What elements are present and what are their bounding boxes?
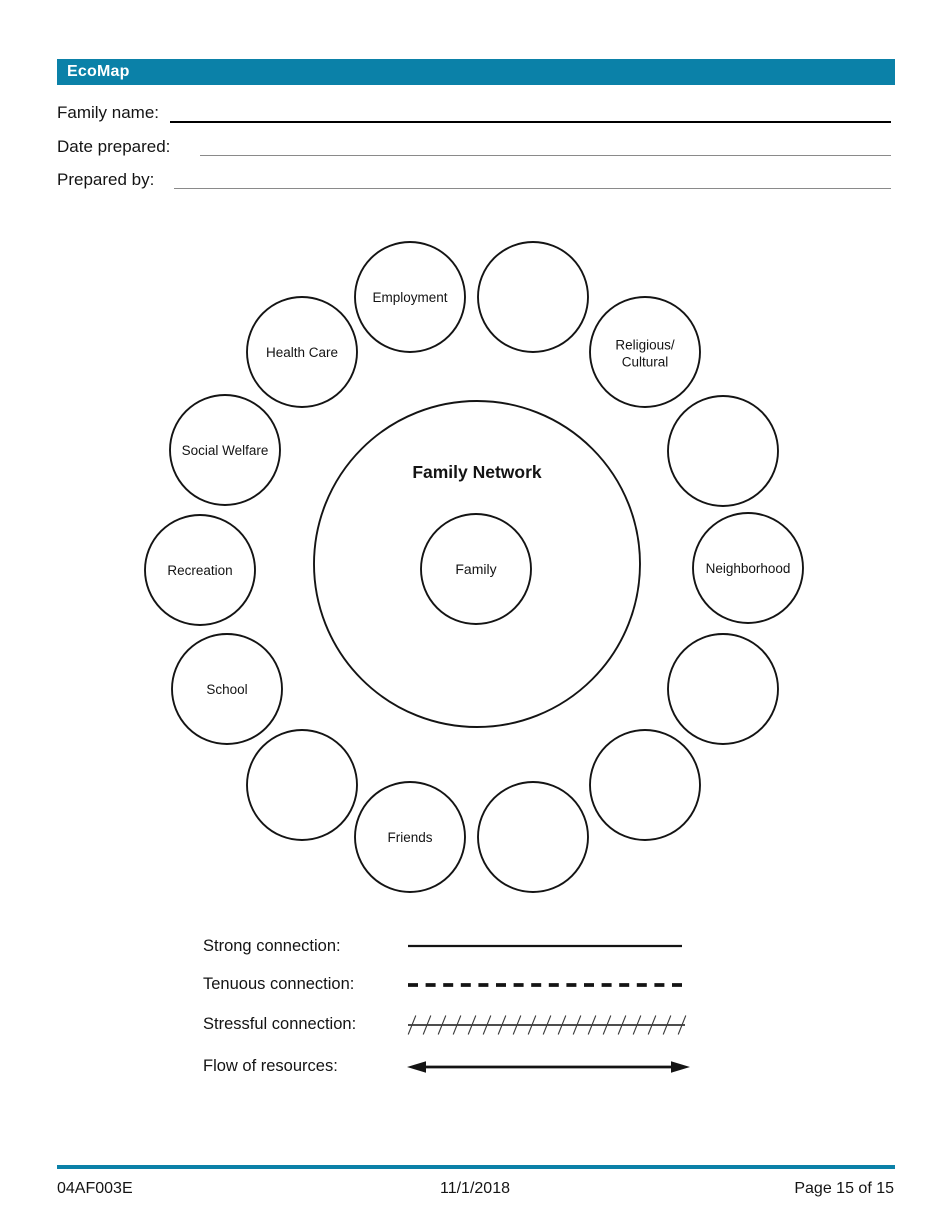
satellite-circle-school (171, 633, 283, 745)
satellite-label: Employment (372, 290, 447, 305)
footer-doc-id: 04AF003E (57, 1180, 133, 1197)
footer-date: 11/1/2018 (440, 1180, 510, 1197)
satellite-circle-social-welfare (169, 394, 281, 506)
legend-row-hatched: Stressful connection: (203, 1012, 723, 1038)
legend-line-dashed (408, 982, 683, 987)
legend-row-dashed: Tenuous connection: (203, 972, 723, 998)
satellite-circle-health-care (246, 296, 358, 408)
legend-line-double-arrow (407, 1060, 690, 1073)
legend-line-solid (408, 944, 682, 948)
satellite-label: Health Care (266, 345, 338, 360)
satellite-circle-blank (477, 781, 589, 893)
satellite-label: Religious/ (615, 338, 675, 353)
prepared-by-label: Prepared by: (57, 170, 155, 189)
legend-label: Flow of resources: (203, 1057, 338, 1075)
footer-page: Page 15 of 15 (794, 1180, 894, 1197)
date-prepared-label: Date prepared: (57, 136, 171, 156)
satellite-label: Recreation (167, 563, 232, 578)
satellite-circle-blank (667, 633, 779, 745)
satellite-circle-blank (667, 395, 779, 507)
legend-label: Stressful connection: (203, 1015, 357, 1033)
legend-line-hatched (407, 1014, 687, 1035)
satellite-circle-blank (477, 241, 589, 353)
date-prepared-field[interactable] (200, 155, 891, 156)
satellite-label: Neighborhood (706, 561, 791, 576)
legend-label: Tenuous connection: (203, 975, 355, 993)
satellite-label: Cultural (622, 355, 669, 370)
legend-row-double-arrow: Flow of resources: (203, 1054, 723, 1080)
satellite-label: Friends (387, 830, 432, 845)
satellite-circle-employment (354, 241, 466, 353)
satellite-circle-friends (354, 781, 466, 893)
legend-label: Strong connection: (203, 936, 341, 955)
diagram-title: Family Network (412, 462, 542, 482)
satellite-circle-religious-cultural (589, 296, 701, 408)
legend-row-solid: Strong connection: (203, 933, 723, 959)
footer-rule (57, 1165, 895, 1169)
satellite-circle-recreation (144, 514, 256, 626)
family-name-label: Family name: (57, 103, 160, 122)
family-name-field[interactable] (170, 121, 891, 123)
family-circle-label: Family (455, 561, 496, 577)
family-circle (420, 513, 532, 625)
satellite-circle-blank (246, 729, 358, 841)
satellite-circle-blank (589, 729, 701, 841)
satellite-label: School (206, 682, 247, 697)
satellite-circle-neighborhood (692, 512, 804, 624)
satellite-label: Social Welfare (182, 443, 269, 458)
page-title: EcoMap (67, 63, 130, 80)
family-network-circle (313, 400, 641, 728)
prepared-by-field[interactable] (174, 188, 891, 189)
header-bar: EcoMap (57, 59, 895, 85)
